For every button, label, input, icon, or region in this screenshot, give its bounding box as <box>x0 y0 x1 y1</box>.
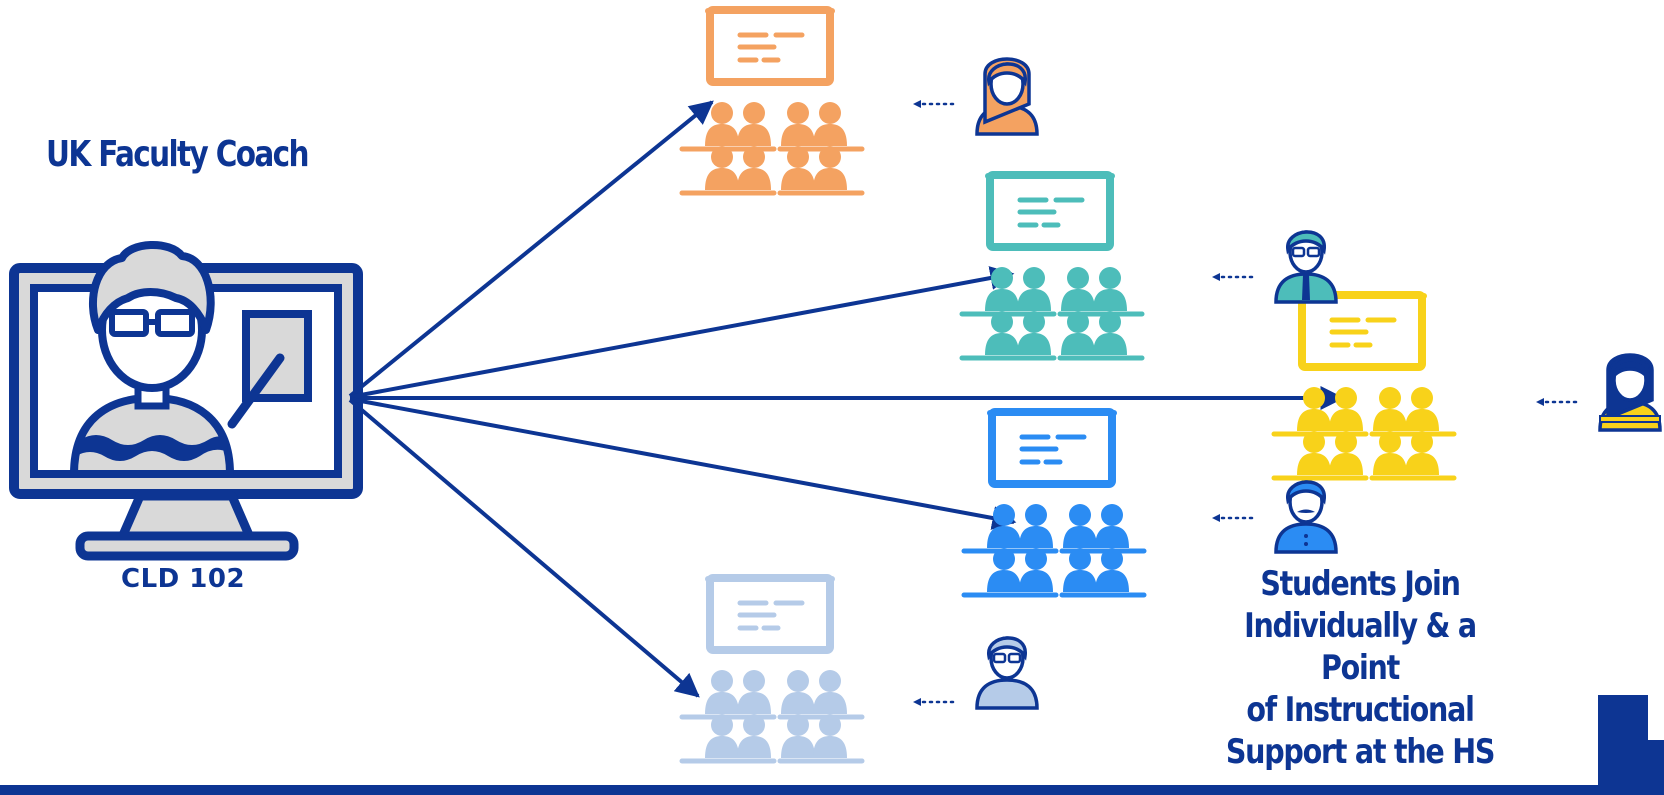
connection-arrows <box>348 100 1345 698</box>
arrow-to-lightblue-classroom <box>348 398 700 698</box>
coach-monitor-icon <box>9 240 363 561</box>
dotted-arrow-blue <box>1212 514 1256 522</box>
classroom-teal-icon <box>959 171 1145 361</box>
classroom-lightblue-icon <box>679 574 865 764</box>
students-note-line: Students Join <box>1260 564 1461 604</box>
dotted-arrow-orange <box>913 100 957 108</box>
dotted-arrow-teal <box>1212 273 1256 281</box>
man-mustache-icon <box>1274 480 1338 554</box>
woman-teacher-icon <box>975 57 1039 136</box>
woman-braids-icon <box>1598 353 1662 432</box>
arrow-to-teal-classroom <box>349 266 1015 399</box>
students-note-line: Support at the HS <box>1225 732 1496 772</box>
students-note-line: of Instructional <box>1246 690 1475 730</box>
woman-glasses-icon <box>975 636 1039 710</box>
man-with-glasses-icon <box>1274 230 1338 304</box>
students-note: Students Join Individually & a Point of … <box>1209 563 1511 773</box>
bottom-bar <box>0 785 1664 795</box>
arrow-to-blue-classroom <box>349 397 1017 530</box>
corner-decoration-cutout <box>1648 695 1664 740</box>
students-note-line: Individually & a Point <box>1244 606 1477 688</box>
course-label: CLD 102 <box>121 564 246 594</box>
dotted-arrow-lightblue <box>913 698 957 706</box>
classroom-yellow-icon <box>1271 291 1457 481</box>
coach-title: UK Faculty Coach <box>46 134 310 175</box>
classroom-orange-icon <box>679 6 865 196</box>
classroom-blue-icon <box>961 408 1147 598</box>
dotted-arrow-yellow <box>1536 398 1580 406</box>
arrow-to-orange-classroom <box>348 100 714 398</box>
